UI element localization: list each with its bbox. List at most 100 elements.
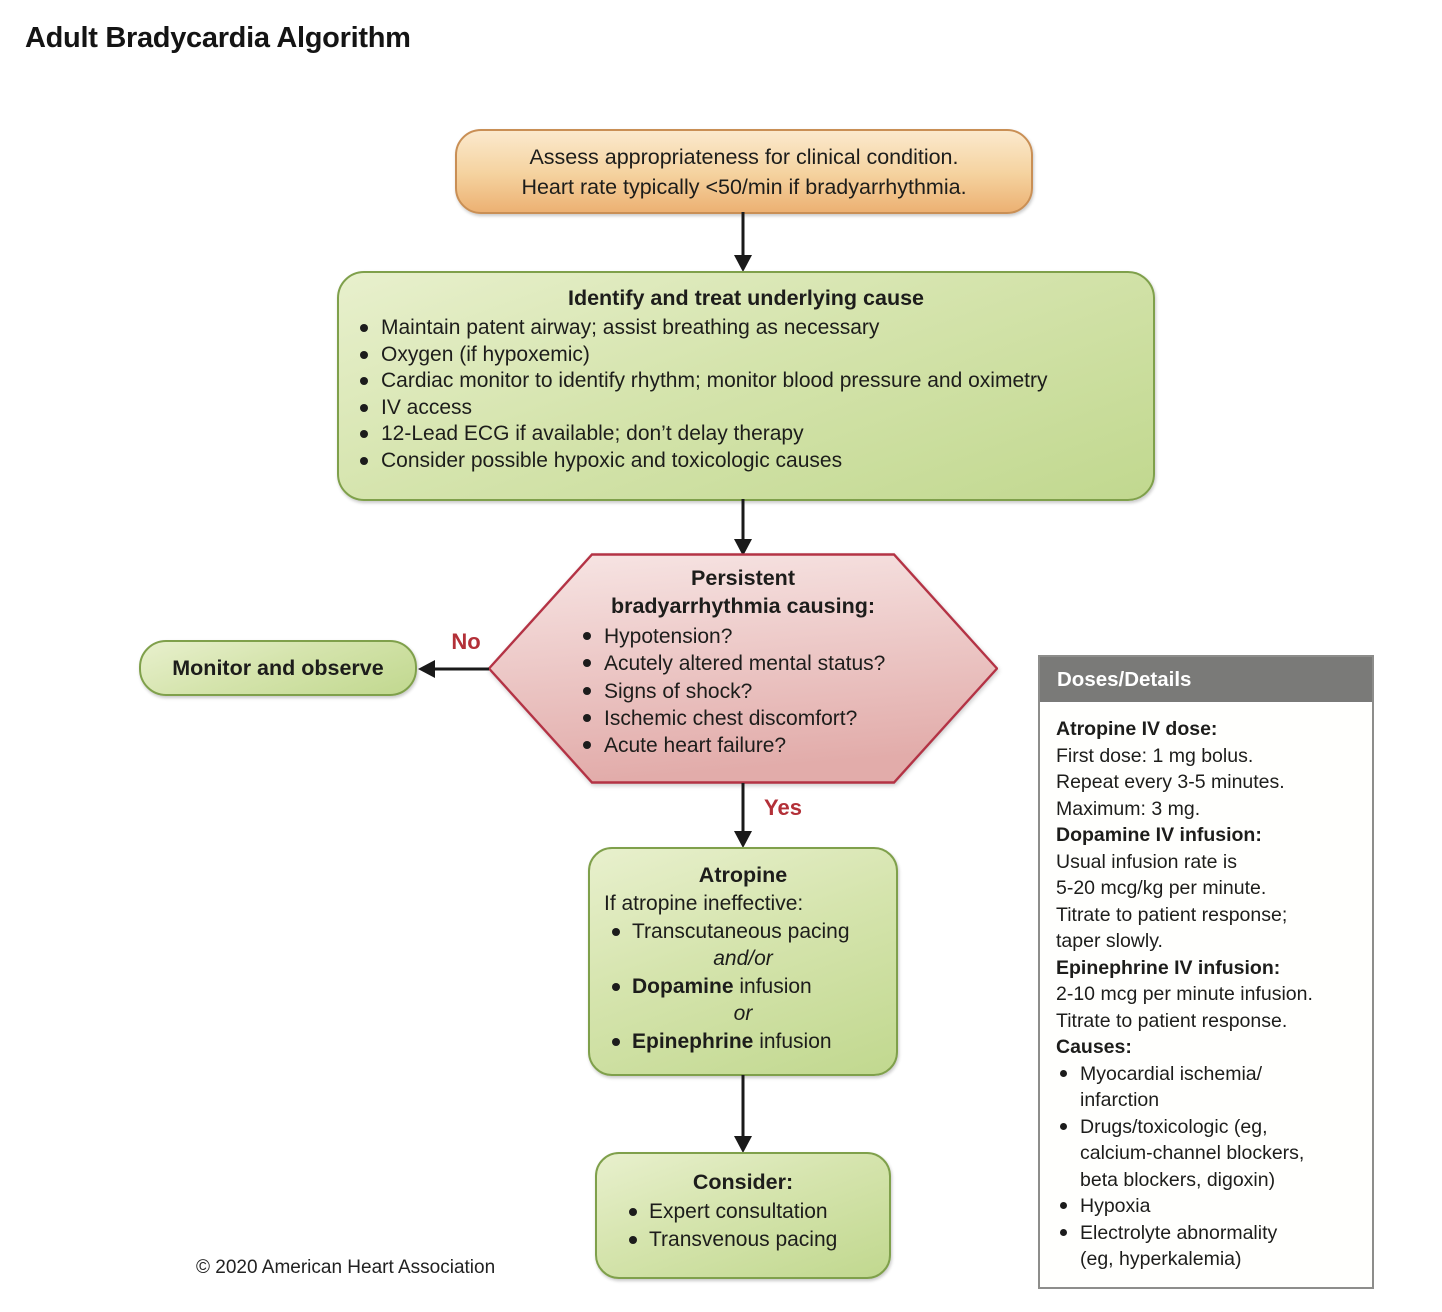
bullet-icon [629, 1236, 637, 1244]
list-item: Signs of shock? [576, 678, 885, 705]
list-item-text: Electrolyte abnormality (eg, hyperkalemi… [1080, 1221, 1278, 1271]
monitor-box: Monitor and observe [139, 640, 417, 696]
copyright-text: © 2020 American Heart Association [196, 1257, 496, 1278]
dose-section-body: 2-10 mcg per minute infusion. Titrate to… [1056, 983, 1313, 1032]
decision-bullet-list: Hypotension? Acutely altered mental stat… [576, 623, 885, 759]
list-item-text: Consider possible hypoxic and toxicologi… [381, 448, 843, 472]
list-item: 12-Lead ECG if available; don’t delay th… [353, 421, 1139, 448]
atropine-box: Atropine If atropine ineffective: Transc… [588, 847, 898, 1076]
decision-heading: Persistent bradyarrhythmia causing: [610, 566, 876, 618]
bullet-icon [360, 350, 368, 359]
list-item-text: Cardiac monitor to identify rhythm; moni… [381, 369, 1048, 392]
list-item-text: Signs of shock? [604, 679, 753, 703]
list-item: Maintain patent airway; assist breathing… [353, 315, 1139, 342]
list-item-text: Ischemic chest discomfort? [604, 706, 858, 730]
drug-name: Epinephrine [632, 1029, 754, 1053]
list-item-text: Maintain patent airway; assist breathing… [381, 316, 880, 339]
arrow-down-1-icon [731, 212, 755, 272]
atropine-intro: If atropine ineffective: [604, 892, 804, 915]
list-item: Myocardial ischemia/ infarction [1056, 1061, 1358, 1114]
bullet-icon [612, 927, 620, 936]
decision-hexagon: Persistent bradyarrhythmia causing: Hypo… [488, 553, 998, 784]
bullet-icon [1060, 1122, 1067, 1130]
bullet-icon [583, 632, 591, 640]
list-item: Consider possible hypoxic and toxicologi… [353, 448, 1139, 475]
item-text: infusion [733, 974, 812, 998]
bullet-icon [612, 1037, 620, 1046]
arrow-down-2-icon [731, 499, 755, 556]
item-text: infusion [753, 1029, 832, 1053]
list-item: Dopamine infusion [604, 973, 882, 1001]
identify-box: Identify and treat underlying cause Main… [337, 271, 1155, 501]
list-item: Acutely altered mental status? [576, 650, 885, 677]
bullet-icon [612, 982, 620, 991]
dose-section-heading: Epinephrine IV infusion: [1056, 956, 1281, 979]
identify-heading: Identify and treat underlying cause [567, 286, 925, 310]
bullet-icon [360, 430, 368, 438]
doses-panel-header: Doses/Details [1040, 657, 1372, 704]
bullet-icon [360, 403, 368, 412]
dose-section-heading: Dopamine IV infusion: [1056, 824, 1262, 846]
list-item-text: IV access [381, 395, 473, 419]
identify-bullet-list: Maintain patent airway; assist breathing… [353, 315, 1139, 474]
bullet-icon [360, 377, 368, 385]
consider-bullet-list: Expert consultation Transvenous pacing [621, 1198, 879, 1254]
atropine-heading: Atropine [698, 863, 788, 887]
bullet-icon [360, 324, 368, 332]
page-title: Adult Bradycardia Algorithm [25, 22, 411, 54]
arrow-down-3-icon [731, 783, 755, 848]
consider-box: Consider: Expert consultation Transvenou… [595, 1152, 891, 1279]
list-item-text: Oxygen (if hypoxemic) [381, 342, 590, 366]
list-item: Hypotension? [576, 623, 885, 650]
drug-name: Dopamine [632, 974, 734, 998]
bullet-icon [583, 741, 591, 750]
list-item: Electrolyte abnormality (eg, hyperkalemi… [1056, 1220, 1358, 1273]
dose-section-body: Usual infusion rate is 5-20 mcg/kg per m… [1056, 850, 1288, 953]
list-item: Ischemic chest discomfort? [576, 705, 885, 732]
dose-section-body: First dose: 1 mg bolus. Repeat every 3-5… [1056, 744, 1285, 820]
arrow-down-4-icon [731, 1075, 755, 1153]
list-item: Oxygen (if hypoxemic) [353, 342, 1139, 369]
list-item-text: 12-Lead ECG if available; don’t delay th… [381, 422, 804, 445]
bullet-icon [360, 456, 368, 465]
doses-panel-body: Atropine IV dose: First dose: 1 mg bolus… [1040, 704, 1372, 1287]
list-item: Epinephrine infusion [604, 1028, 882, 1056]
bullet-icon [583, 659, 591, 668]
list-item: IV access [353, 395, 1139, 422]
bullet-icon [1060, 1228, 1067, 1236]
list-item: Cardiac monitor to identify rhythm; moni… [353, 368, 1139, 395]
list-item-text: Expert consultation [649, 1200, 828, 1223]
list-item-text: Acutely altered mental status? [604, 652, 886, 676]
bullet-icon [583, 713, 591, 722]
assess-box: Assess appropriateness for clinical cond… [455, 129, 1033, 214]
connector-or: or [733, 1002, 753, 1025]
doses-panel-title: Doses/Details [1057, 667, 1192, 691]
bullet-icon [583, 686, 591, 695]
no-branch-label: No [451, 629, 481, 654]
list-item-text: Transvenous pacing [649, 1228, 838, 1251]
item-text: Transcutaneous pacing [632, 919, 850, 943]
yes-branch-label: Yes [764, 795, 802, 820]
doses-details-panel: Doses/Details Atropine IV dose: First do… [1038, 655, 1374, 1289]
connector-and-or: and/or [713, 947, 773, 970]
list-item-text: Myocardial ischemia/ infarction [1080, 1062, 1263, 1112]
consider-heading: Consider: [692, 1170, 794, 1194]
list-item: Acute heart failure? [576, 732, 885, 759]
list-item: Expert consultation [621, 1198, 879, 1226]
list-item-text: Dopamine infusion [632, 973, 812, 1001]
list-item-text: Epinephrine infusion [632, 1028, 832, 1056]
causes-heading: Causes: [1056, 1036, 1132, 1058]
hexagon-shape [488, 553, 998, 784]
list-item-text: Drugs/toxicologic (eg, calcium-channel b… [1080, 1115, 1305, 1191]
bullet-icon [629, 1208, 637, 1216]
arrow-left-icon [416, 657, 489, 681]
list-item-text: Hypoxia [1080, 1195, 1151, 1217]
list-item-text: Transcutaneous pacing [632, 918, 850, 946]
list-item: Transvenous pacing [621, 1226, 879, 1254]
bullet-icon [1060, 1069, 1067, 1077]
bullet-icon [1060, 1202, 1067, 1209]
dose-section-heading: Atropine IV dose: [1056, 718, 1218, 740]
list-item: Transcutaneous pacing [604, 918, 882, 946]
list-item: Hypoxia [1056, 1193, 1358, 1220]
